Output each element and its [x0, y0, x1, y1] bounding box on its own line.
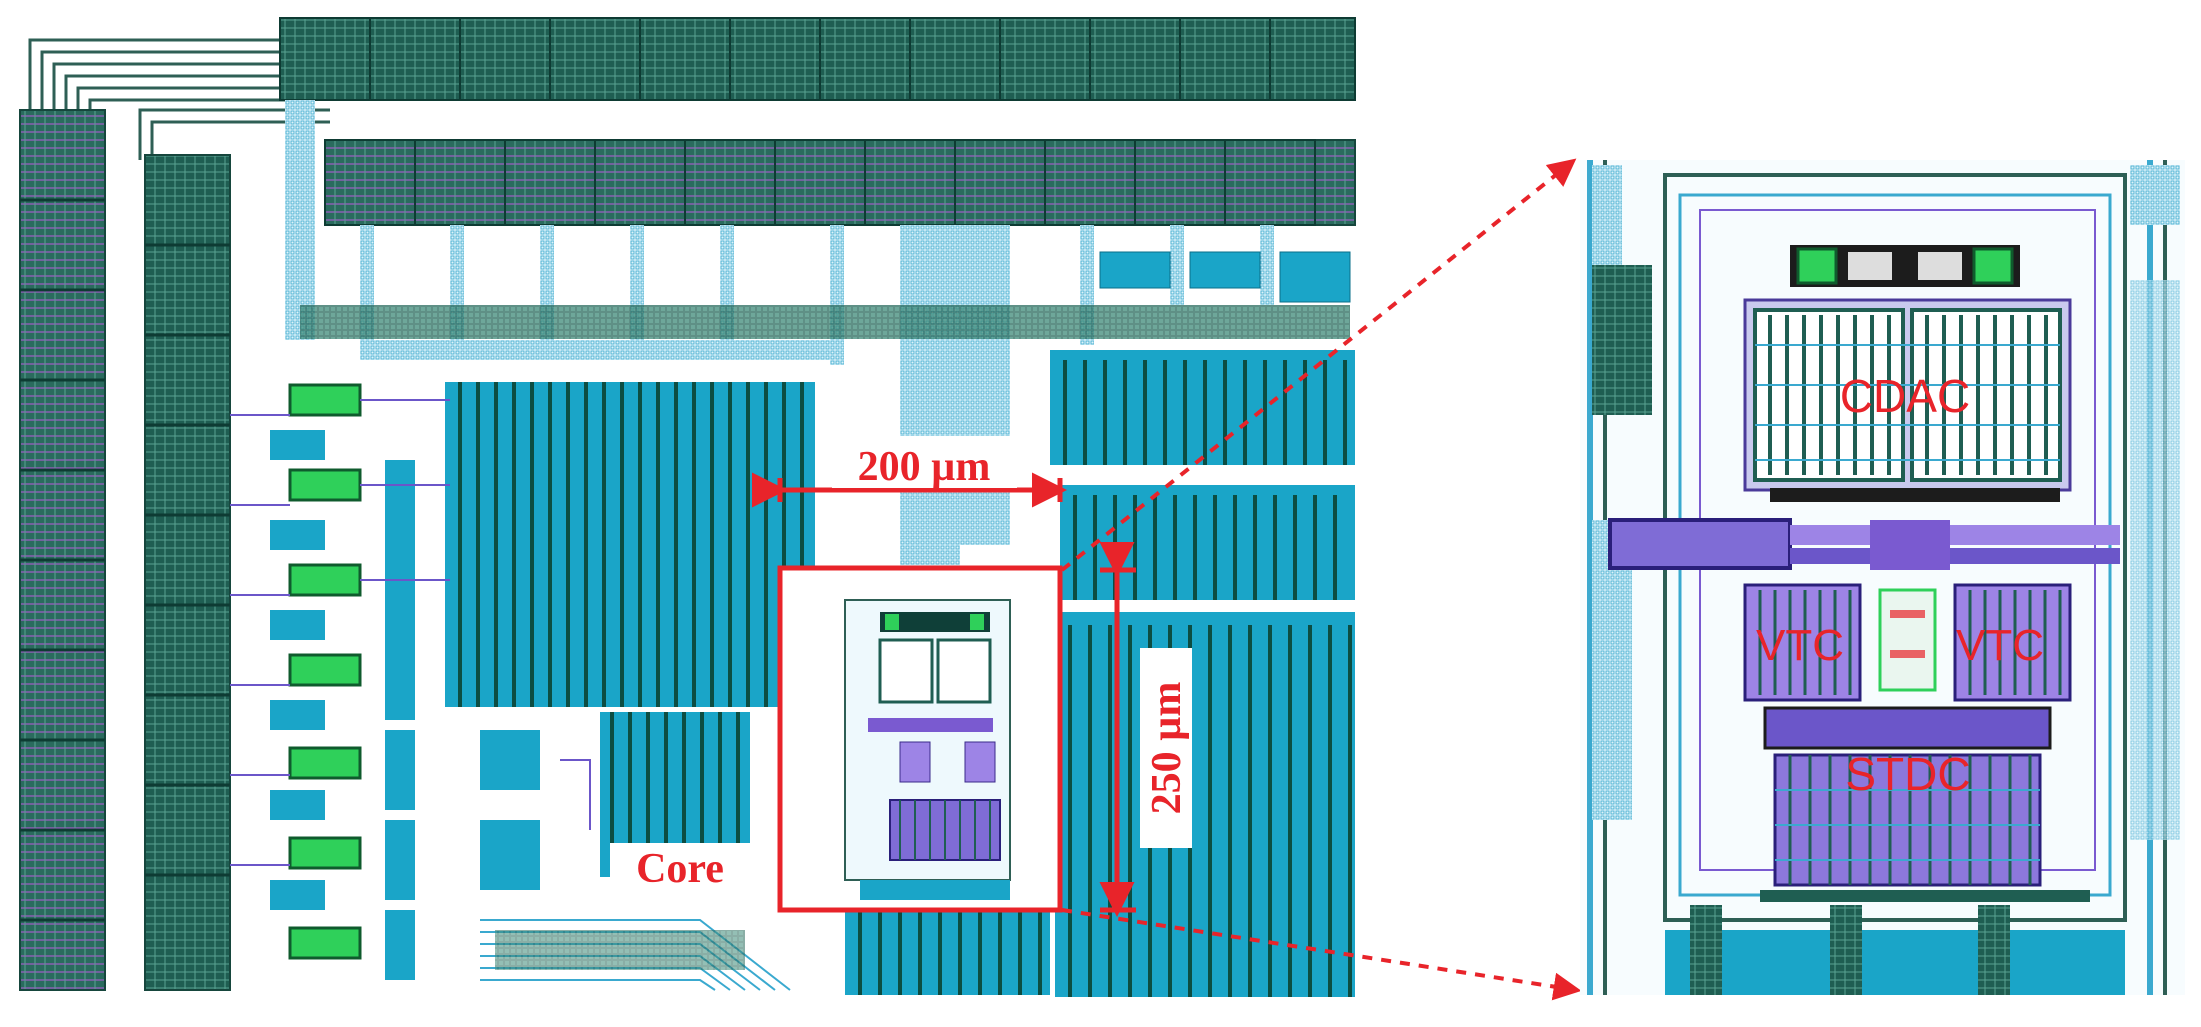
core-label: Core: [636, 846, 724, 892]
zoom-top-switches: [1790, 245, 2020, 287]
core-region: [780, 570, 1060, 910]
dimension-200um-label: 200 µm: [858, 444, 991, 490]
capacitor-array-right-mid: [1060, 485, 1355, 600]
zoom-purple-bus: [1608, 518, 2120, 570]
small-cyan-caps: [270, 430, 540, 980]
stdc-block: [1763, 706, 2052, 887]
dimension-250um: 250 µm: [1099, 542, 1192, 917]
vtc-block-right: [1953, 583, 2072, 702]
core-label-bg: [610, 843, 750, 895]
cdac-block: [1743, 298, 2072, 502]
signal-lines: [230, 399, 591, 866]
stdc-label: STDC: [1845, 748, 1970, 800]
vtc-center-cells: [1878, 588, 1937, 692]
bus-rail-light: [360, 340, 830, 360]
cdac-label: CDAC: [1840, 370, 1970, 422]
vtc-right-label: VTC: [1956, 621, 2044, 670]
capacitor-array-main: [445, 382, 815, 707]
vtc-left-label: VTC: [1756, 621, 1844, 670]
vtc-block-left: [1743, 583, 1862, 702]
capacitor-array-right-top: [1050, 350, 1355, 465]
horizontal-bus: [300, 305, 1350, 339]
left-cell-column-outer: [19, 109, 106, 991]
left-layout-panel: 200 µm 250 µm Core: [19, 17, 1360, 998]
left-cell-column-inner: [144, 154, 231, 991]
capacitor-array-bottom: [845, 905, 1050, 995]
zoom-left-via-stack: [1592, 165, 2180, 840]
top-right-metal-pads: [1099, 251, 1351, 303]
top-cell-row-1: [279, 17, 1356, 101]
capacitor-array-right-bottom: [1055, 612, 1355, 997]
core-highlight-box: [777, 565, 1063, 913]
zoom-arrows: [1060, 158, 1582, 1001]
corner-routing-bus: [28, 38, 330, 160]
top-cell-row-2: [324, 139, 1356, 226]
zoom-arrow-top: [1060, 158, 1577, 572]
dimension-200um: 200 µm: [752, 436, 1067, 508]
diagonal-routing-grey: [495, 930, 745, 970]
zoom-bottom-metal: [1665, 890, 2125, 995]
right-zoom-panel: CDAC: [1580, 160, 2185, 995]
via-stacks: [285, 100, 1274, 585]
dimension-250um-label: 250 µm: [1144, 682, 1190, 815]
